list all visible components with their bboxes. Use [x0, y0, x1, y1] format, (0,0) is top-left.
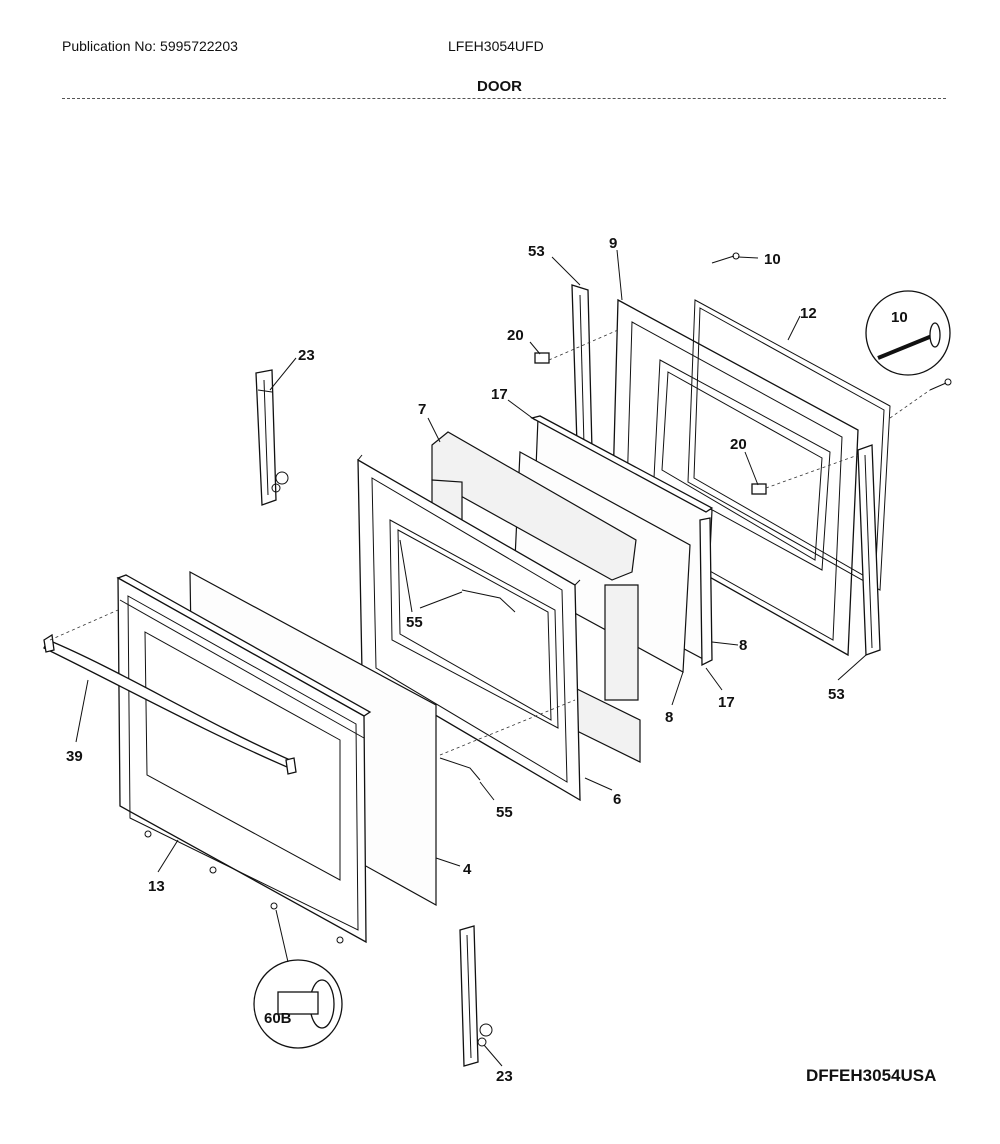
clip-lower — [751, 483, 767, 495]
wire-clip-upper — [461, 589, 516, 613]
callout-10-detail: 10 — [891, 309, 908, 326]
rear-door-panel — [611, 298, 859, 657]
callout-13: 13 — [148, 878, 165, 895]
door-hinge-upper — [255, 369, 289, 506]
detail-circle-screw — [865, 290, 951, 376]
callout-17-upper: 17 — [491, 386, 508, 403]
callout-20-lower: 20 — [730, 436, 747, 453]
publication-number: Publication No: 5995722203 — [62, 38, 238, 54]
diagram-code: DFFEH3054USA — [806, 1066, 937, 1085]
callout-39: 39 — [66, 748, 83, 765]
mounting-screws — [144, 830, 344, 944]
callout-17-lower: 17 — [718, 694, 735, 711]
callout-8-right: 8 — [739, 637, 747, 654]
outer-door-panel — [116, 574, 372, 944]
glass-retainer-bracket — [530, 415, 714, 667]
callout-55-upper: 55 — [406, 614, 423, 631]
inner-door-liner — [357, 454, 581, 802]
screw-side — [929, 378, 952, 391]
side-channel-rear-right — [857, 444, 881, 656]
callout-53-lower: 53 — [828, 686, 845, 703]
detail-circle-screw-60b — [253, 959, 343, 1049]
model-number: LFEH3054UFD — [448, 38, 544, 54]
wire-clip-lower — [439, 757, 481, 781]
clip-upper — [534, 352, 550, 364]
callout-12: 12 — [800, 305, 817, 322]
callout-55-lower: 55 — [496, 804, 513, 821]
callout-23-upper: 23 — [298, 347, 315, 364]
door-handle — [43, 633, 297, 775]
callout-53-upper: 53 — [528, 243, 545, 260]
door-hinge-lower — [459, 925, 493, 1067]
screw-top — [711, 252, 740, 264]
callout-20-upper: 20 — [507, 327, 524, 344]
callout-7: 7 — [418, 401, 426, 418]
section-title: DOOR — [477, 78, 522, 95]
callout-23-lower: 23 — [496, 1068, 513, 1085]
callout-6: 6 — [613, 791, 621, 808]
callout-60b: 60B — [264, 1010, 292, 1027]
header-divider — [62, 98, 946, 99]
callout-8-lower: 8 — [665, 709, 673, 726]
callout-4: 4 — [463, 861, 472, 878]
side-channel-rear-left — [571, 284, 593, 451]
callout-9: 9 — [609, 235, 617, 252]
callout-10-screw: 10 — [764, 251, 781, 268]
